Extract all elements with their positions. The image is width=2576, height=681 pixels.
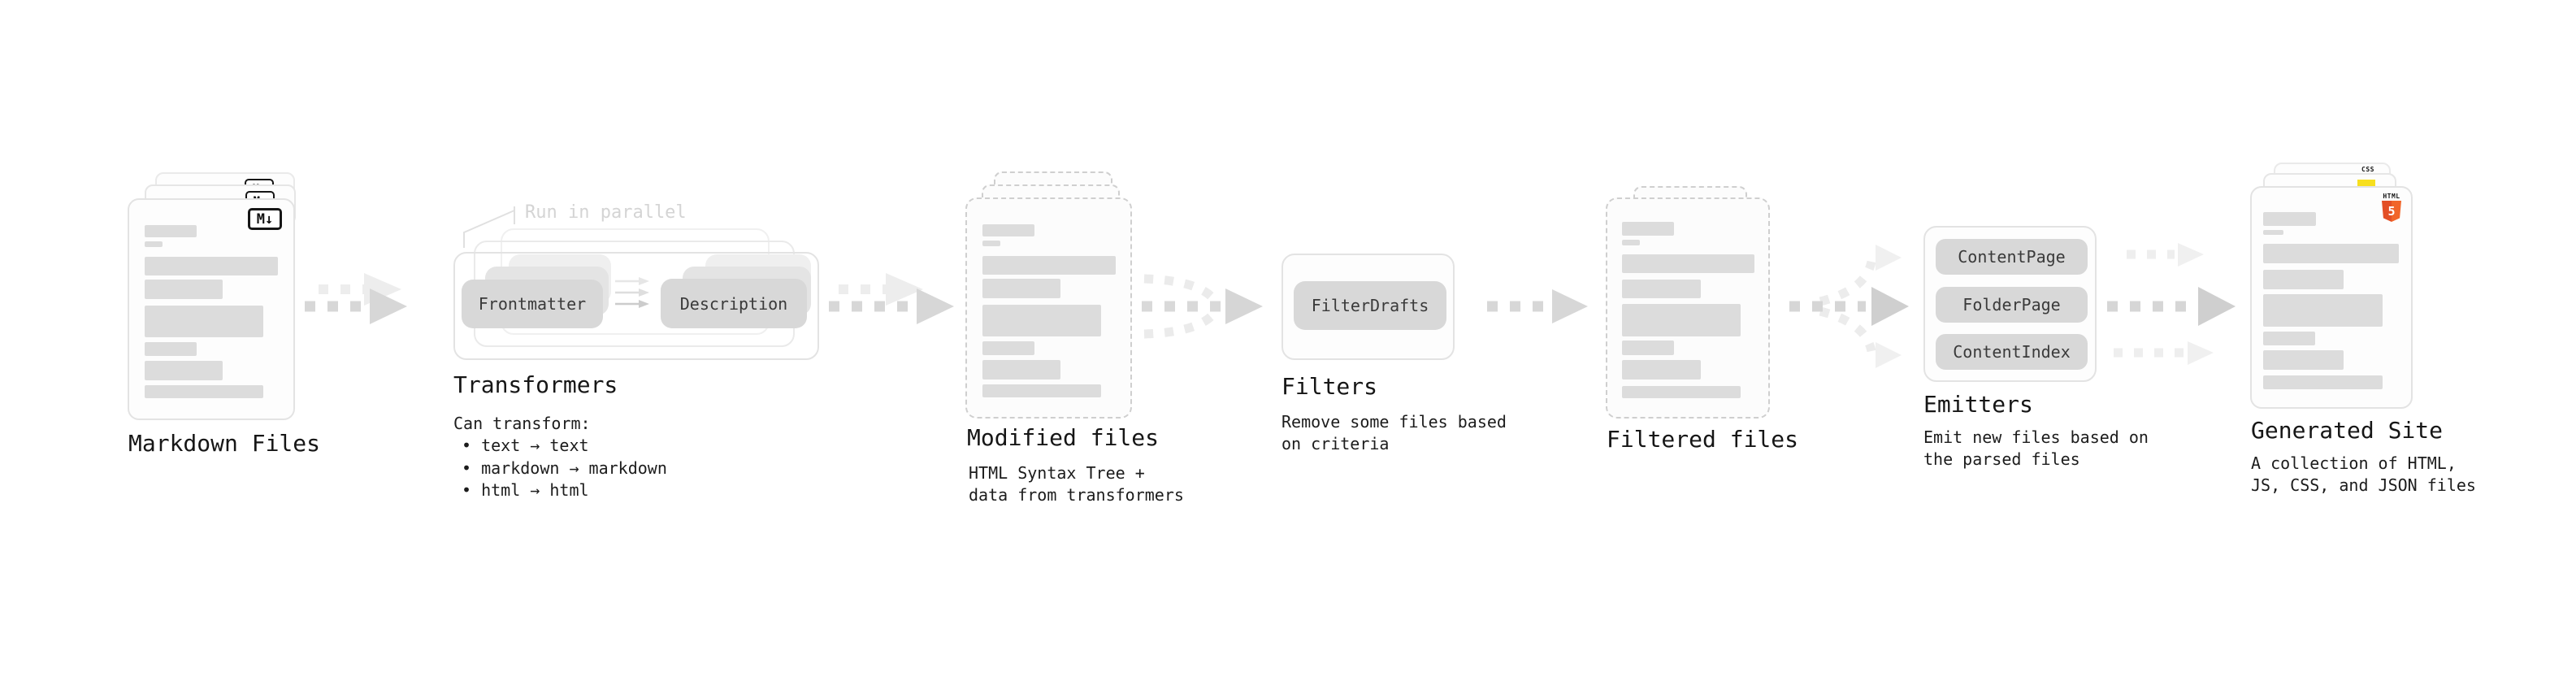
flow-arrow-filters-to-filtered [1487, 289, 1588, 323]
filterdrafts-pill: FilterDrafts [1294, 281, 1446, 330]
skeleton-bar [982, 241, 1000, 246]
emitters-card: ContentPage FolderPage ContentIndex [1923, 226, 2097, 382]
modified-files-subtitle: HTML Syntax Tree + data from transformer… [969, 463, 1184, 505]
skeleton-bar [1622, 340, 1674, 355]
skeleton-bar [982, 256, 1116, 275]
skeleton-bar [2263, 375, 2383, 389]
description-pill: Description [661, 279, 807, 328]
transformer-card-front [453, 252, 819, 360]
skeleton-bar [2263, 270, 2344, 289]
filtered-files-label: Filtered files [1607, 426, 1799, 453]
skeleton-bar [982, 341, 1034, 355]
skeleton-bar [145, 257, 278, 275]
markdown-file-card-front: M↓ [128, 198, 295, 420]
skeleton-bar [982, 384, 1101, 397]
folderpage-pill: FolderPage [1936, 287, 2088, 323]
bullet-item: • text → text [462, 436, 589, 455]
transformers-subheading: Can transform: [453, 414, 591, 433]
bullet-item: • html → html [462, 480, 589, 500]
filters-heading: Filters [1281, 373, 1378, 400]
modified-files-label: Modified files [967, 424, 1160, 451]
flow-arrow-transformers-to-modified [829, 273, 954, 324]
skeleton-bar [145, 342, 197, 356]
markdown-files-label: Markdown Files [128, 430, 321, 457]
skeleton-bar [1622, 304, 1741, 336]
filters-card: FilterDrafts [1281, 254, 1455, 360]
skeleton-bar [982, 360, 1060, 380]
flow-arrows-emitters-to-generated [2107, 243, 2236, 365]
skeleton-bar [1622, 222, 1674, 236]
transformers-bullet-list: • text → text • markdown → markdown • ht… [462, 435, 667, 502]
filtered-file-card-front [1606, 197, 1770, 419]
emitters-subtitle: Emit new files based on the parsed files [1923, 427, 2149, 469]
skeleton-bar [982, 305, 1101, 336]
skeleton-bar [1622, 386, 1741, 398]
frontmatter-pill: Frontmatter [462, 280, 603, 328]
skeleton-bar [145, 241, 163, 247]
skeleton-bar [2263, 350, 2344, 370]
generated-site-label: Generated Site [2251, 417, 2444, 444]
flow-arrow-filtered-to-emitters-fanout [1789, 245, 1909, 368]
bullet-item: • markdown → markdown [462, 458, 667, 478]
skeleton-bar [2263, 332, 2315, 345]
flow-arrow-markdown-to-transformers [305, 273, 407, 324]
contentindex-pill: ContentIndex [1936, 334, 2088, 370]
contentpage-pill: ContentPage [1936, 239, 2088, 275]
skeleton-bar [145, 385, 263, 398]
skeleton-bar [145, 306, 263, 337]
emitters-heading: Emitters [1923, 391, 2033, 418]
skeleton-bar [982, 279, 1060, 298]
skeleton-bar [145, 361, 223, 380]
skeleton-bar [145, 225, 197, 237]
flow-arrow-modified-to-filters-merge [1142, 274, 1263, 339]
transformers-heading: Transformers [453, 371, 618, 398]
generated-file-card-html: HTML 5 [2250, 186, 2413, 409]
skeleton-bar [982, 224, 1034, 236]
html5-icon: HTML 5 [2382, 193, 2401, 222]
skeleton-bar [1622, 280, 1701, 298]
skeleton-bar [2263, 230, 2283, 235]
skeleton-bar [145, 280, 223, 299]
skeleton-bar [2263, 212, 2316, 226]
modified-file-card-front [965, 197, 1132, 419]
generated-site-subtitle: A collection of HTML, JS, CSS, and JSON … [2251, 453, 2476, 495]
skeleton-bar [2263, 244, 2399, 263]
skeleton-bar [1622, 360, 1701, 380]
filters-subtitle: Remove some files based on criteria [1281, 412, 1507, 453]
skeleton-bar [1622, 240, 1640, 245]
markdown-icon: M↓ [248, 208, 282, 230]
run-in-parallel-annotation: Run in parallel [525, 202, 687, 223]
skeleton-bar [2263, 294, 2383, 327]
skeleton-bar [1622, 254, 1754, 273]
